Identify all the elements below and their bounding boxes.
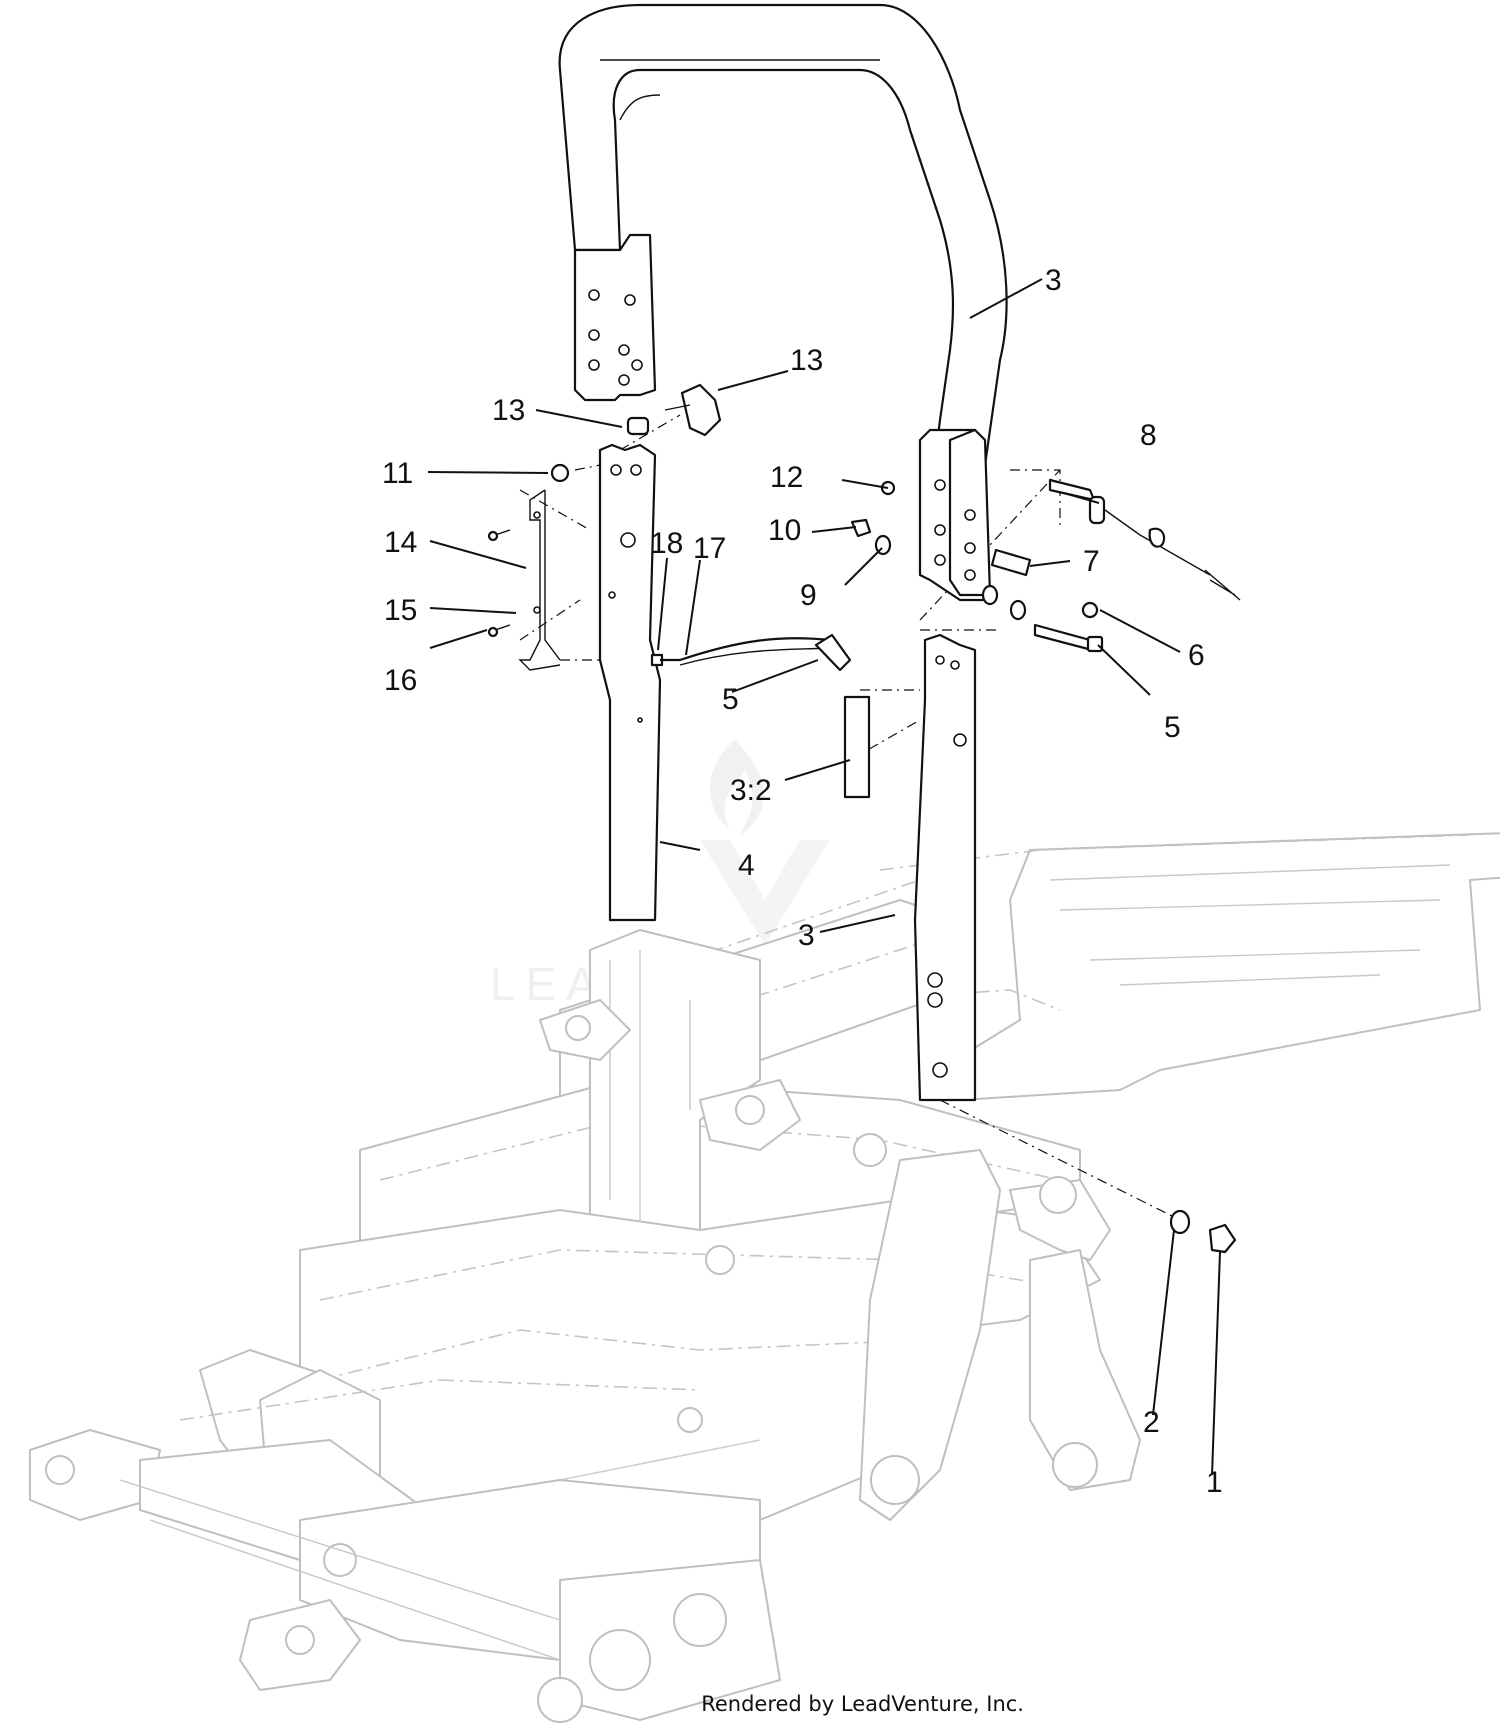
callout-leaders bbox=[427, 278, 1221, 1476]
hardware bbox=[487, 383, 1241, 1254]
roll-bar-lower-right bbox=[913, 633, 977, 1102]
callout-18: 16 bbox=[384, 664, 417, 697]
callout-13-left: 11 bbox=[382, 457, 413, 490]
footer-credit: Rendered by LeadVenture, Inc. bbox=[0, 1692, 1500, 1716]
callout-23: 17 bbox=[693, 532, 726, 565]
callout-15: 13 bbox=[492, 394, 525, 427]
callout-12: 10 bbox=[768, 514, 801, 547]
callout-7: 6 bbox=[1188, 639, 1205, 672]
callout-8: 7 bbox=[1083, 545, 1100, 578]
callout-10: 3 bbox=[1045, 264, 1062, 297]
callout-6: 5 bbox=[1164, 711, 1181, 744]
footer-credit-text: Rendered by LeadVenture, Inc. bbox=[701, 1692, 1024, 1716]
callout-3: 3 bbox=[798, 919, 815, 952]
callout-labels: 3 13 13 11 14 15 16 18 17 5 3:2 4 3 12 1… bbox=[382, 264, 1223, 1499]
callout-1: 1 bbox=[1206, 1466, 1223, 1499]
callout-14: 13 bbox=[790, 344, 823, 377]
callout-17: 15 bbox=[384, 594, 417, 627]
callout-9: 8 bbox=[1140, 419, 1157, 452]
label-decal bbox=[843, 695, 871, 799]
callout-16: 14 bbox=[384, 526, 417, 559]
roll-bar-upper bbox=[558, 3, 1008, 602]
callout-3-2: 3:2 bbox=[730, 774, 772, 807]
roll-bar-lower-left bbox=[598, 443, 662, 922]
chassis-frame bbox=[29, 832, 1500, 1723]
bumper-part bbox=[680, 383, 722, 437]
callout-24: 18 bbox=[650, 527, 683, 560]
callout-11: 9 bbox=[800, 579, 817, 612]
callout-13-right: 12 bbox=[770, 461, 803, 494]
callout-5: 5 bbox=[722, 683, 739, 716]
callout-2: 2 bbox=[1143, 1406, 1160, 1439]
callout-4: 4 bbox=[738, 849, 755, 882]
